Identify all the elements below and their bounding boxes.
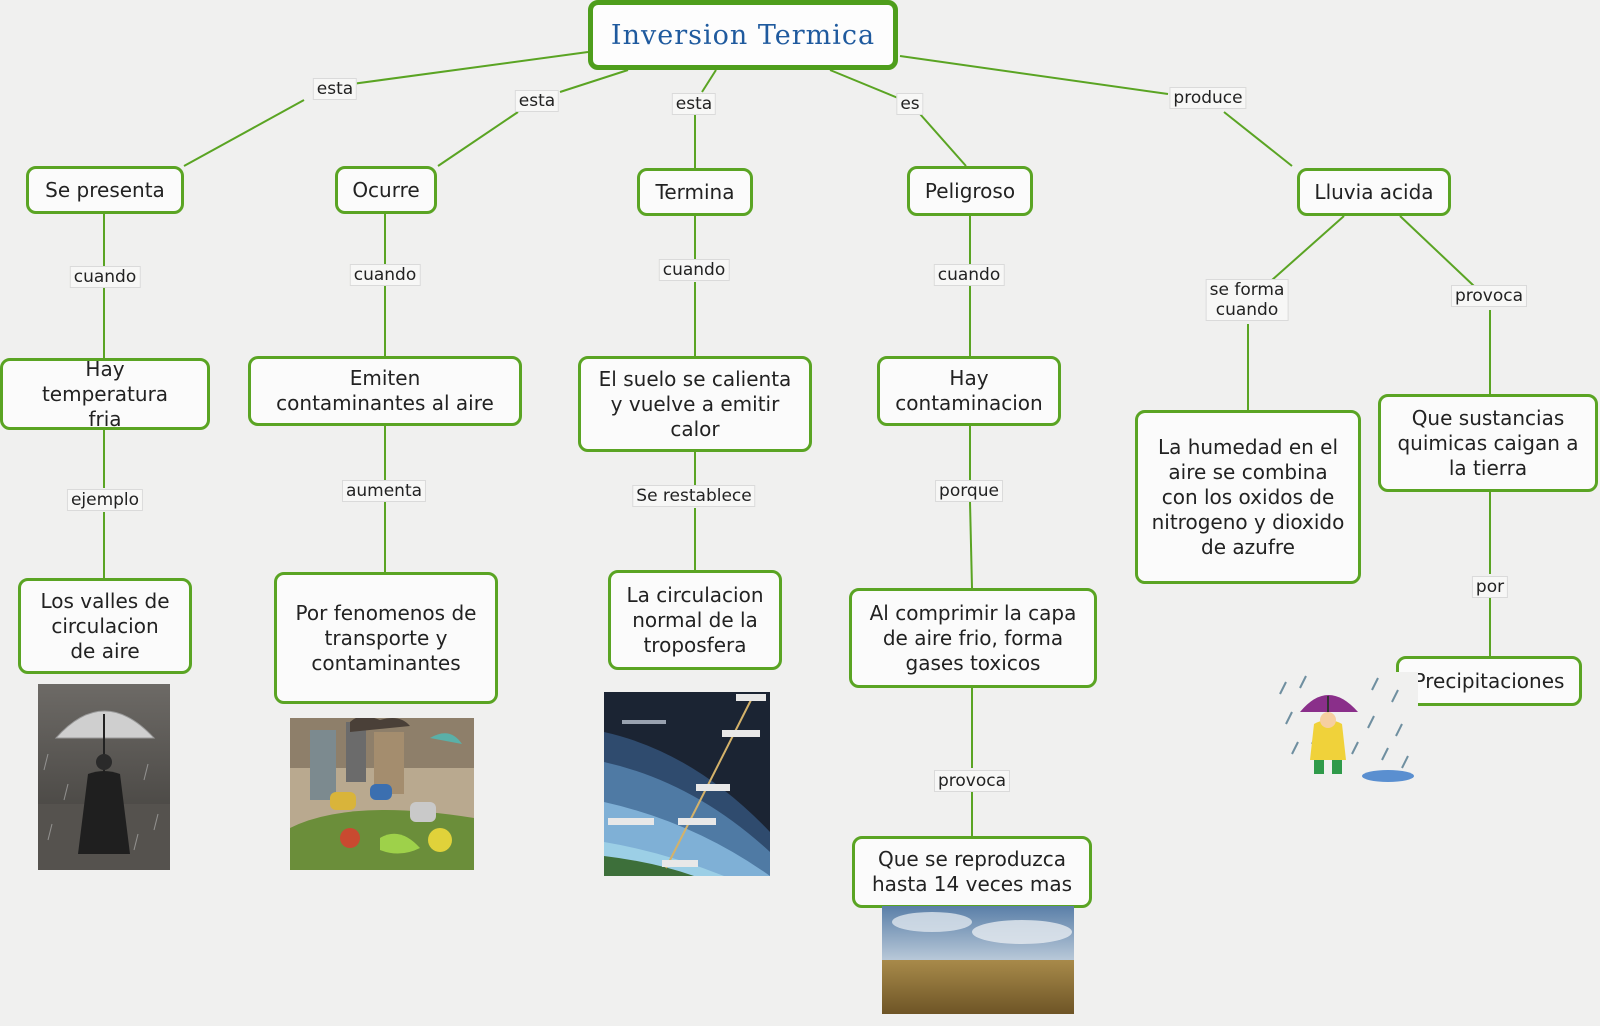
link-label-aumenta: aumenta [341,480,427,502]
grassland-sky-photo [882,906,1074,1014]
pollution-illustration [290,718,474,870]
node-suelo-calienta[interactable]: El suelo se calienta y vuelve a emitir c… [578,356,812,452]
link-label-cuando: cuando [658,259,730,281]
node-humedad-aire[interactable]: La humedad en el aire se combina con los… [1135,410,1361,584]
link-label-produce: produce [1169,87,1247,109]
link-label-provoca: provoca [1450,285,1528,307]
node-sustancias-quimicas[interactable]: Que sustancias quimicas caigan a la tier… [1378,394,1598,492]
link-label-por: por [1471,576,1509,598]
link-label-esta: esta [514,90,560,112]
node-reproduzca[interactable]: Que se reproduzca hasta 14 veces mas [852,836,1092,908]
link-label-se-forma-cuando: se forma cuando [1205,279,1289,321]
link-label-esta: esta [312,78,358,100]
node-emiten-contaminantes[interactable]: Emiten contaminantes al aire [248,356,522,426]
node-fenomenos-transporte[interactable]: Por fenomenos de transporte y contaminan… [274,572,498,704]
node-valles-circulacion[interactable]: Los valles de circulacion de aire [18,578,192,674]
node-termina[interactable]: Termina [637,168,753,216]
rain-child-cartoon [1278,672,1418,788]
node-comprimir-capa[interactable]: Al comprimir la capa de aire frio, forma… [849,588,1097,688]
node-se-presenta[interactable]: Se presenta [26,166,184,214]
link-label-provoca: provoca [933,770,1011,792]
link-label-cuando: cuando [349,264,421,286]
link-label-se-restablece: Se restablece [632,485,756,507]
link-label-cuando: cuando [69,266,141,288]
link-label-cuando: cuando [933,264,1005,286]
root-node-title[interactable]: Inversion Termica [588,0,898,70]
node-hay-temperatura-fria[interactable]: Hay temperatura fria [0,357,210,431]
node-circulacion-normal[interactable]: La circulacion normal de la troposfera [608,570,782,670]
node-peligroso[interactable]: Peligroso [907,166,1033,216]
link-label-es: es [896,93,924,115]
node-lluvia-acida[interactable]: Lluvia acida [1297,168,1451,216]
node-precipitaciones[interactable]: Precipitaciones [1396,656,1582,706]
link-label-ejemplo: ejemplo [66,489,144,511]
atmosphere-layers-diagram [604,692,770,876]
link-label-esta: esta [671,93,717,115]
node-ocurre[interactable]: Ocurre [335,166,437,214]
umbrella-rain-photo [38,684,170,870]
link-label-porque: porque [935,480,1003,502]
node-hay-contaminacion[interactable]: Hay contaminacion [877,356,1061,426]
